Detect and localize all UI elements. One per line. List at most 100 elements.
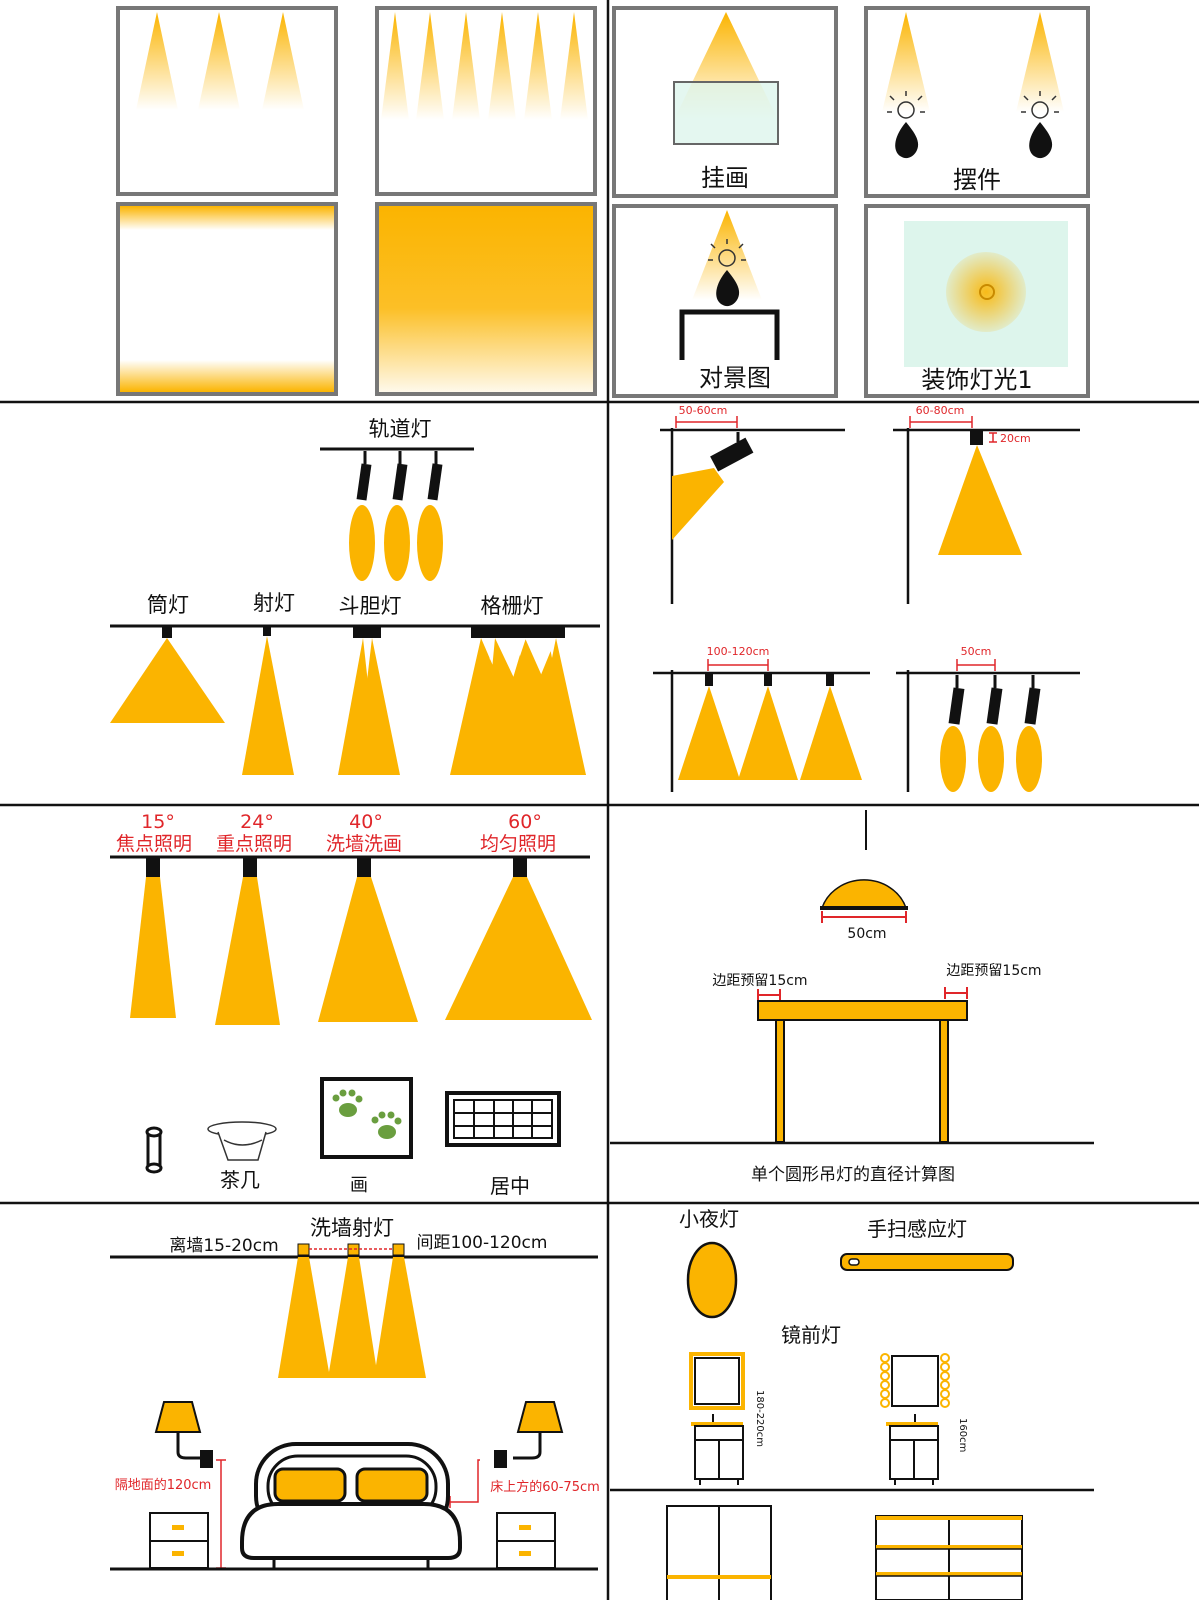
label-track-light: 轨道灯 <box>369 417 432 441</box>
label-wall-wash: 洗墙洗画 <box>326 833 402 855</box>
dimension-drop: 20cm <box>1000 432 1031 445</box>
label-night-light: 小夜灯 <box>679 1207 739 1231</box>
svg-text:50-60cm: 50-60cm <box>679 404 728 417</box>
svg-text:100-120cm: 100-120cm <box>707 645 770 658</box>
dimension-mirror-height-a: 180-220cm <box>754 1390 765 1447</box>
console-table-icon <box>679 309 780 360</box>
bed-icon <box>240 1442 462 1568</box>
box-focal-view: 对景图 <box>612 204 838 398</box>
beam-40 <box>318 877 418 1022</box>
mirror-icon <box>880 1353 950 1408</box>
label-mirror-light: 镜前灯 <box>781 1323 841 1347</box>
caption-pendant-diameter: 单个圆形吊灯的直径计算图 <box>751 1165 955 1185</box>
pendant-lamp-icon <box>820 879 908 909</box>
angle-40: 40° <box>349 811 383 833</box>
track-spot-icon <box>417 451 443 581</box>
track-spot-icon <box>710 437 754 472</box>
painting-icon <box>673 81 779 145</box>
downlight-beam <box>110 638 225 723</box>
label-sweep-light: 手扫感应灯 <box>867 1217 967 1241</box>
svg-text:50cm: 50cm <box>961 645 992 658</box>
label-center: 居中 <box>490 1174 530 1198</box>
label-margin-right: 边距预留15cm <box>946 963 1041 979</box>
sweep-sensor-light-icon <box>840 1253 1014 1271</box>
pillar-icon <box>145 1126 163 1174</box>
nightstand-icon <box>496 1512 556 1569</box>
box-full-wash <box>375 202 597 396</box>
beam-15 <box>130 877 176 1018</box>
label-bucket-light: 斗胆灯 <box>339 594 402 618</box>
track-spot-icon <box>384 451 410 581</box>
label-spacing: 间距100-120cm <box>417 1233 548 1253</box>
track-spot-icon <box>349 451 375 581</box>
svg-text:60-80cm: 60-80cm <box>916 404 965 417</box>
label-even-lighting: 均匀照明 <box>480 833 556 855</box>
dimension-floor-height: 隔地面的120cm <box>115 1477 212 1493</box>
panel-light-types: 轨道灯 筒灯 射灯 斗胆灯 格栅灯 <box>110 417 600 775</box>
angle-60: 60° <box>508 811 542 833</box>
dimension-spacing-b <box>956 659 996 671</box>
panel-light-distribution <box>116 6 597 396</box>
painting-icon <box>320 1077 413 1159</box>
shelf-cabinet-icon <box>875 1515 1023 1600</box>
track-spot-icon <box>1016 675 1042 792</box>
label-coffee-table: 茶几 <box>220 1168 260 1192</box>
spotlight-beam <box>242 636 294 775</box>
label-grille-light: 格栅灯 <box>481 594 544 618</box>
wall-lamp-icon <box>494 1401 564 1468</box>
dimension-spacing-a <box>707 659 769 671</box>
paw-icon <box>371 1111 402 1139</box>
label-spotlight: 射灯 <box>253 591 295 615</box>
paw-icon <box>332 1089 363 1117</box>
panel-beam-angles: 15° 焦点照明 24° 重点照明 40° 洗墙洗画 60° 均匀照明 茶几 <box>110 811 592 1198</box>
dimension-wall-gap-b <box>909 416 973 428</box>
panel-decor-lighting: 挂画 摆件 <box>612 6 1090 398</box>
track-spot-icon <box>940 675 966 792</box>
box-hanging-painting: 挂画 <box>612 6 838 198</box>
panel-pendant-diameter: 50cm 边距预留15cm 边距预留15cm 单个圆形吊灯的直径计算图 <box>610 810 1094 1185</box>
box-three-beams <box>116 6 338 196</box>
beam-60 <box>445 877 592 1020</box>
night-light-icon <box>686 1241 738 1319</box>
label-downlight: 筒灯 <box>147 593 189 617</box>
label-wall-gap: 离墙15-20cm <box>169 1236 278 1256</box>
sink-cabinet-icon <box>886 1414 939 1485</box>
dining-table-icon <box>757 1000 968 1143</box>
box-ornament: 摆件 <box>864 6 1090 198</box>
bulb-icon <box>887 91 925 159</box>
dimension-mirror-height-b: 160cm <box>957 1418 968 1452</box>
label-margin-left: 边距预留15cm <box>712 973 807 989</box>
wall-lamp-icon <box>154 1401 213 1468</box>
angle-24: 24° <box>240 811 274 833</box>
dimension-diameter: 50cm <box>847 926 886 942</box>
bulb-icon <box>1021 91 1059 159</box>
box-top-bottom-glow <box>116 202 338 396</box>
wardrobe-icon <box>666 1505 772 1600</box>
track-spot-icon <box>978 675 1004 792</box>
angle-15: 15° <box>141 811 175 833</box>
glow-icon <box>946 252 1026 332</box>
grid-window-icon <box>445 1091 561 1147</box>
label-focal-view: 对景图 <box>699 364 771 392</box>
label-wall-wash-spot: 洗墙射灯 <box>310 1216 394 1240</box>
label-accent-lighting: 重点照明 <box>216 833 292 855</box>
panel-install-distances: 50-60cm 60-80cm 20cm 100-120cm <box>653 404 1080 792</box>
label-focus-lighting: 焦点照明 <box>116 833 192 855</box>
bulb-icon <box>708 239 746 307</box>
sink-cabinet-icon <box>691 1414 744 1485</box>
box-decor-light: 装饰灯光1 <box>864 204 1090 398</box>
dimension-wall-gap-a <box>675 416 738 428</box>
box-six-beams <box>375 6 597 196</box>
label-hanging-painting: 挂画 <box>701 164 749 192</box>
beam-24 <box>215 877 280 1025</box>
panel-small-lights: 小夜灯 手扫感应灯 镜前灯 180-220cm <box>610 1207 1094 1600</box>
dimension-bed-height: 床上方的60-75cm <box>490 1479 600 1495</box>
panel-wall-wash-bedroom: 洗墙射灯 离墙15-20cm 间距100-120cm 隔地面的120cm 床上方… <box>110 1216 600 1571</box>
nightstand-icon <box>149 1512 209 1569</box>
coffee-table-icon <box>207 1121 277 1161</box>
mirror-icon <box>689 1352 745 1410</box>
label-painting: 画 <box>350 1175 368 1196</box>
label-ornament: 摆件 <box>953 166 1001 194</box>
